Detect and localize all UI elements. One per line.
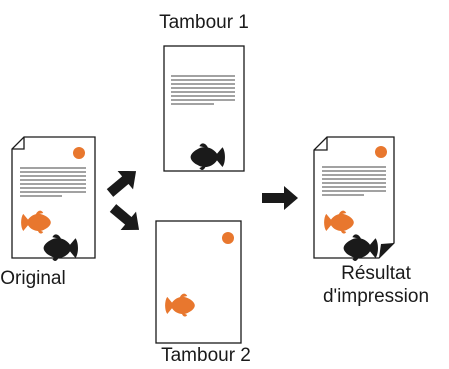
orange-dot-icon xyxy=(222,232,234,244)
orange-dot-icon xyxy=(375,146,387,158)
text-lines xyxy=(171,75,235,105)
drum2-page xyxy=(155,220,242,344)
result-label: Résultat d'impression xyxy=(303,263,449,309)
arrow-to-drum2-icon xyxy=(109,204,140,231)
original-label: Original xyxy=(0,268,66,289)
drum1-page xyxy=(163,45,245,172)
original-page xyxy=(11,136,96,261)
orange-dot-icon xyxy=(73,147,85,159)
text-lines xyxy=(20,167,86,197)
drum2-label: Tambour 2 xyxy=(161,345,251,366)
drum1-label: Tambour 1 xyxy=(159,12,249,33)
arrow-to-result-icon xyxy=(262,186,298,210)
text-lines xyxy=(322,166,386,196)
result-label-line1: Résultat xyxy=(341,263,411,284)
arrow-to-drum1-icon xyxy=(106,170,137,197)
result-page xyxy=(313,136,395,261)
result-label-line2: d'impression xyxy=(322,285,430,307)
